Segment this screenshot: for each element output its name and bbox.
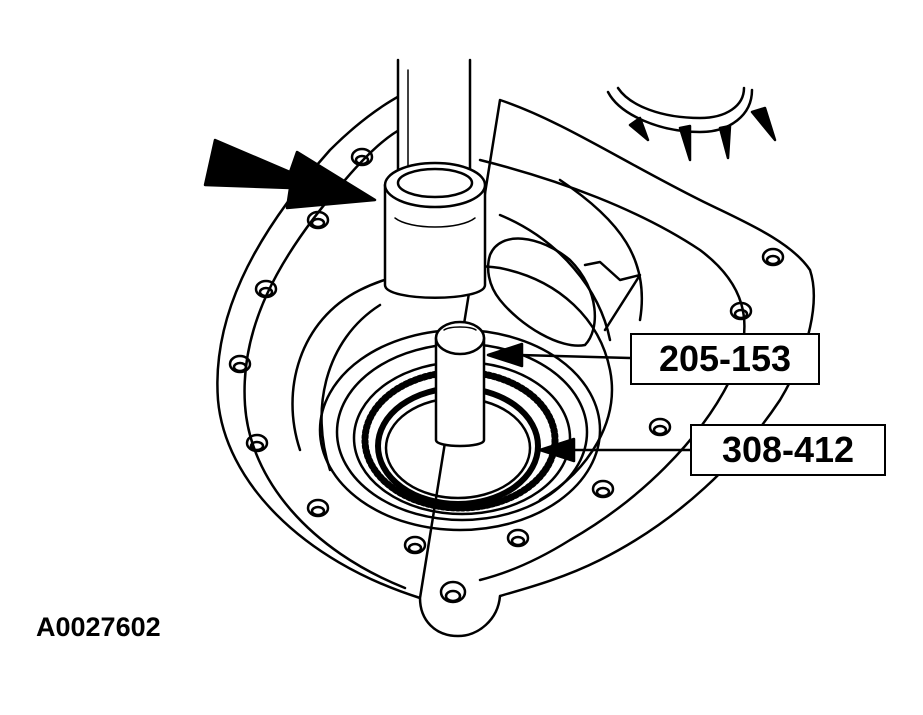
bolt-hole — [591, 479, 615, 499]
bolt-hole — [306, 498, 330, 518]
leader-308-412 — [538, 437, 692, 463]
leader-205-153 — [486, 342, 632, 368]
bolt-hole — [254, 279, 278, 299]
direction-arrow — [203, 138, 377, 210]
cavity-wall-right — [498, 178, 644, 342]
callout-label-308-412: 308-412 — [690, 424, 886, 476]
bolt-hole — [350, 147, 374, 167]
bolt-hole — [306, 210, 330, 230]
cavity-wall-inner — [320, 303, 382, 472]
bolt-hole — [648, 417, 672, 437]
gear-fragment — [606, 88, 754, 134]
bolt-hole — [729, 301, 753, 321]
side-pocket-lip — [583, 260, 642, 332]
bolt-hole — [228, 354, 252, 374]
gear-teeth — [628, 106, 777, 162]
gear-fragment-inner — [616, 86, 746, 120]
bolt-hole — [761, 247, 785, 267]
installer-tool — [434, 320, 486, 448]
bolt-holes — [228, 147, 785, 604]
bolt-hole — [245, 433, 269, 453]
callout-label-205-153: 205-153 — [630, 333, 820, 385]
handle-tool — [383, 58, 487, 299]
bolt-hole — [403, 535, 427, 555]
figure-id: A0027602 — [36, 612, 161, 642]
bolt-hole — [439, 580, 467, 604]
bolt-hole — [506, 528, 530, 548]
side-pocket — [486, 237, 596, 347]
cavity-wall — [291, 264, 614, 502]
